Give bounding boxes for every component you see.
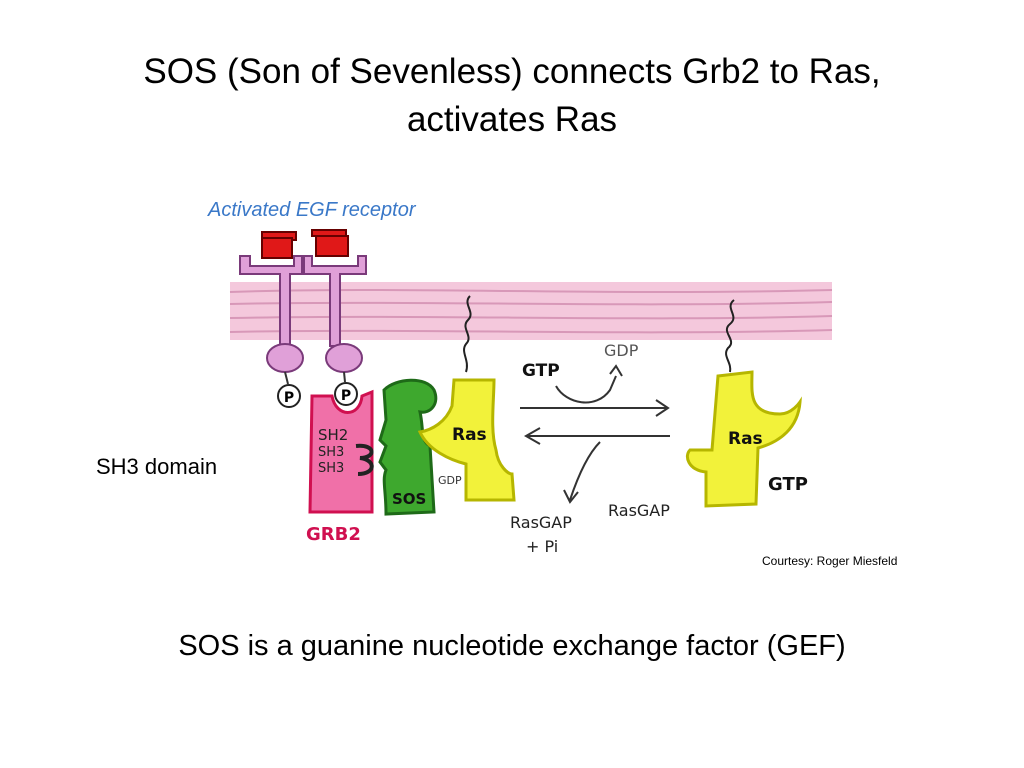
phosphate-left: P [277, 384, 301, 408]
svg-text:P: P [284, 390, 294, 406]
title-line-1: SOS (Son of Sevenless) connects Grb2 to … [143, 52, 881, 91]
reaction-arrows: GTP GDP RasGAP RasGAP + Pi [510, 341, 670, 556]
cell-membrane [229, 282, 833, 340]
receptor-label: Activated EGF receptor [207, 199, 417, 221]
gtp-in-label: GTP [522, 361, 560, 381]
sh3-domain-label: SH3 domain [96, 454, 218, 479]
grb2-protein: SH2 SH3 SH3 GRB2 [306, 389, 374, 545]
slide-title: SOS (Son of Sevenless) connects Grb2 to … [60, 48, 964, 144]
image-credit: Courtesy: Roger Miesfeld [762, 554, 898, 568]
ras-right-nucleotide: GTP [768, 474, 808, 495]
sos-label: SOS [392, 490, 426, 508]
grb2-sh2-label: SH2 [318, 426, 348, 444]
grb2-label: GRB2 [306, 524, 361, 545]
ras-right-label: Ras [728, 429, 763, 449]
rasgap-products-line1: RasGAP [510, 513, 572, 532]
phosphate-right: P [334, 382, 358, 406]
rasgap-products-line2: + Pi [526, 537, 558, 556]
egf-receptor-dimer [239, 229, 367, 385]
svg-text:P: P [341, 388, 351, 404]
ras-left-nucleotide: GDP [438, 474, 462, 487]
ras-gtp-protein: Ras GTP [685, 299, 808, 508]
sos-protein: SOS [378, 378, 438, 516]
rasgap-enzyme-label: RasGAP [608, 501, 670, 520]
grb2-sh3-label-1: SH3 [318, 445, 344, 460]
ras-left-label: Ras [452, 425, 487, 445]
gdp-out-label: GDP [604, 341, 639, 360]
grb2-sh3-label-2: SH3 [318, 461, 344, 476]
title-line-2: activates Ras [406, 100, 618, 139]
ras-gdp-protein: Ras GDP [417, 295, 516, 502]
slide-footer-statement: SOS is a guanine nucleotide exchange fac… [178, 630, 846, 662]
